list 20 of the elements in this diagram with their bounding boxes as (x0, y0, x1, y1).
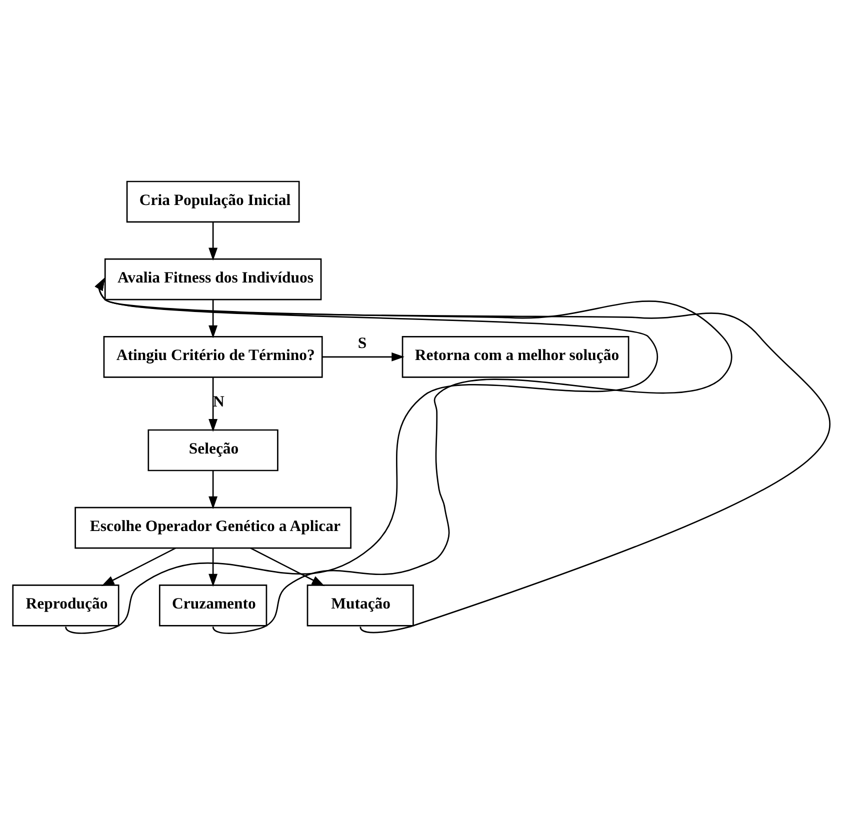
arrow (65, 277, 658, 634)
node-box: Reprodução (12, 584, 120, 626)
node-box: Mutação (306, 584, 414, 626)
edge-label: S (358, 334, 367, 352)
node-box: Cruzamento (158, 584, 268, 626)
arrow (250, 547, 325, 586)
node-box: Atingiu Critério de Término? (103, 336, 323, 378)
arrow (208, 376, 218, 432)
arrow (208, 299, 218, 338)
arrow (208, 470, 218, 509)
arrow (322, 352, 404, 361)
node-box: Seleção (148, 428, 278, 471)
node-box: Cria População Inicial (126, 180, 300, 222)
arrow (101, 547, 176, 586)
node-box: Retorna com a melhor solução (402, 336, 630, 378)
node-box: Escolhe Operador Genético a Aplicar (74, 506, 352, 548)
edge-label: N (213, 393, 224, 410)
node-box: Avalia Fitness dos Indivíduos (104, 258, 322, 300)
arrow (208, 548, 218, 586)
arrow (208, 222, 218, 260)
